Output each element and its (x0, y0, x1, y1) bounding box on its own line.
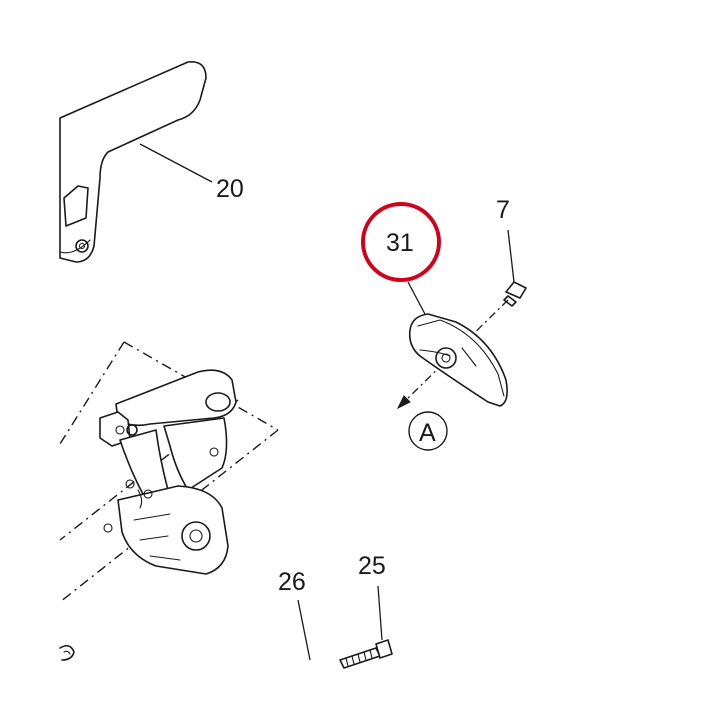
part-7-screw (503, 281, 527, 307)
callout-20: 20 (216, 175, 244, 203)
leader-31 (407, 281, 427, 317)
callout-25: 25 (358, 552, 386, 580)
callout-a-circle (408, 411, 448, 451)
leader-7 (507, 229, 515, 283)
part-31-cover (408, 313, 508, 407)
part-20-lever (59, 61, 207, 263)
part-25-bolt (339, 639, 393, 669)
part-spring-clip (59, 644, 75, 661)
axis-arrow-head (396, 395, 411, 410)
leader-20 (139, 143, 213, 183)
leader-26 (297, 599, 311, 661)
highlight-ring-31 (361, 202, 441, 282)
callout-31: 31 (386, 229, 414, 257)
leader-25 (377, 585, 383, 641)
brake-caliper-assembly (99, 369, 237, 575)
callout-7: 7 (496, 196, 510, 224)
callout-26: 26 (278, 568, 306, 596)
callout-a: A (419, 419, 436, 447)
